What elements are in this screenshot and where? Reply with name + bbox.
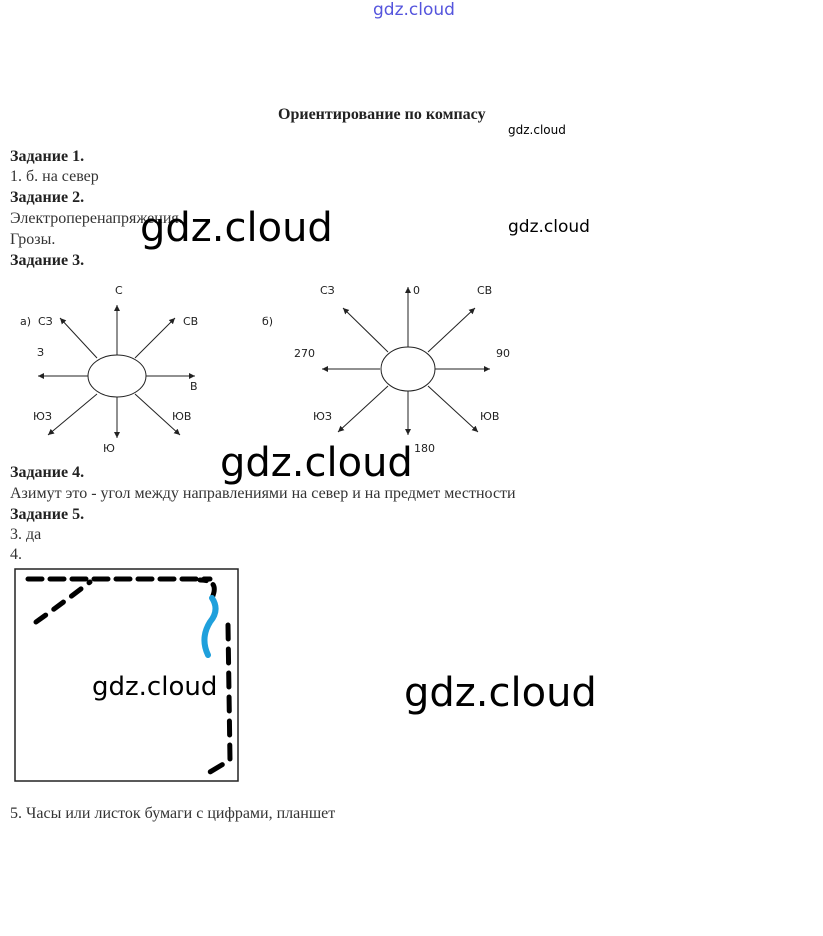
watermark: gdz.cloud bbox=[508, 123, 566, 137]
label: а) bbox=[20, 315, 31, 328]
task-1-answer: 1. б. на север bbox=[10, 168, 99, 185]
label: СВ bbox=[183, 315, 198, 328]
task-4-heading: Задание 4. bbox=[10, 464, 85, 481]
watermark-top: gdz.cloud bbox=[373, 0, 455, 20]
label: Ю bbox=[103, 442, 115, 455]
compass-a bbox=[38, 305, 195, 438]
task-1-heading: Задание 1. bbox=[10, 148, 85, 165]
compass-diagrams: а) С СЗ СВ З В ЮЗ ЮВ Ю б) 0 СЗ СВ 270 90… bbox=[20, 284, 510, 455]
page-title: Ориентирование по компасу bbox=[278, 106, 486, 123]
watermark: gdz.cloud bbox=[508, 217, 590, 237]
watermark: gdz.cloud bbox=[140, 205, 333, 251]
task-5-answer-3: 3. да bbox=[10, 526, 42, 543]
route-map bbox=[14, 568, 239, 782]
label: ЮВ bbox=[480, 410, 499, 423]
task-5-answer-5: 5. Часы или листок бумаги с цифрами, пла… bbox=[10, 805, 336, 822]
label: ЮВ bbox=[172, 410, 191, 423]
task-5-answer-4: 4. bbox=[10, 546, 22, 563]
task-2-heading: Задание 2. bbox=[10, 189, 85, 206]
watermark: gdz.cloud bbox=[220, 440, 413, 486]
label: СЗ bbox=[320, 284, 335, 297]
label: 180 bbox=[414, 442, 435, 455]
task-4-answer: Азимут это - угол между направлениями на… bbox=[10, 485, 516, 502]
task-3-heading: Задание 3. bbox=[10, 252, 85, 269]
compass-b bbox=[322, 287, 490, 435]
label: В bbox=[190, 380, 198, 393]
label: ЮЗ bbox=[313, 410, 332, 423]
river bbox=[201, 595, 219, 658]
watermark: gdz.cloud bbox=[404, 670, 597, 716]
label: З bbox=[37, 346, 44, 359]
label: 0 bbox=[413, 284, 420, 297]
label: 90 bbox=[496, 347, 510, 360]
watermark: gdz.cloud bbox=[92, 672, 218, 702]
label: СВ bbox=[477, 284, 492, 297]
task-5-heading: Задание 5. bbox=[10, 506, 85, 523]
label: СЗ bbox=[38, 315, 53, 328]
task-2-answer-2: Грозы. bbox=[10, 231, 56, 248]
label: б) bbox=[262, 315, 273, 328]
task-2-answer: Электроперенапряжения. bbox=[10, 210, 183, 227]
label: С bbox=[115, 284, 123, 297]
label: 270 bbox=[294, 347, 315, 360]
label: ЮЗ bbox=[33, 410, 52, 423]
